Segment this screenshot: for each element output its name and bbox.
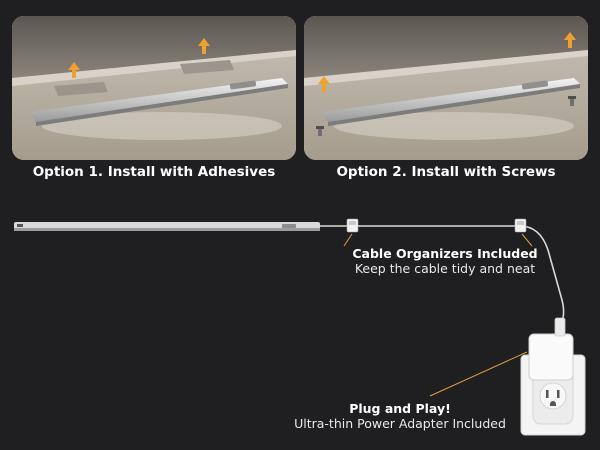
option-2-image <box>304 16 588 160</box>
option-1-image <box>12 16 296 160</box>
power-cable <box>320 225 565 327</box>
up-arrow-icon <box>68 62 80 78</box>
power-adapter-icon <box>528 317 574 381</box>
leader-line <box>521 233 533 247</box>
option-1-caption: Option 1. Install with Adhesives <box>32 164 276 180</box>
up-arrow-icon <box>564 32 576 48</box>
up-arrow-icon <box>318 76 330 92</box>
up-arrow-icon <box>198 38 210 54</box>
light-bar <box>322 78 580 122</box>
cable-clip-icon <box>346 218 359 233</box>
light-bar <box>14 222 320 231</box>
cable-organizers-callout: Cable Organizers Included Keep the cable… <box>325 246 565 276</box>
light-bar <box>30 78 288 122</box>
cable-clip-icon <box>514 218 527 233</box>
plug-callout-subtitle: Ultra-thin Power Adapter Included <box>294 416 506 431</box>
adhesive-pad <box>180 60 234 74</box>
plug-callout-title: Plug and Play! <box>349 401 451 416</box>
leader-line <box>343 233 353 247</box>
cable-callout-title: Cable Organizers Included <box>352 246 538 261</box>
screw-icon <box>568 96 576 106</box>
leader-line <box>429 351 528 397</box>
cable-callout-subtitle: Keep the cable tidy and neat <box>354 261 536 276</box>
plug-and-play-callout: Plug and Play! Ultra-thin Power Adapter … <box>270 401 530 431</box>
screw-icon <box>316 126 324 136</box>
adhesive-pad <box>54 82 108 96</box>
option-2-caption: Option 2. Install with Screws <box>336 164 556 180</box>
